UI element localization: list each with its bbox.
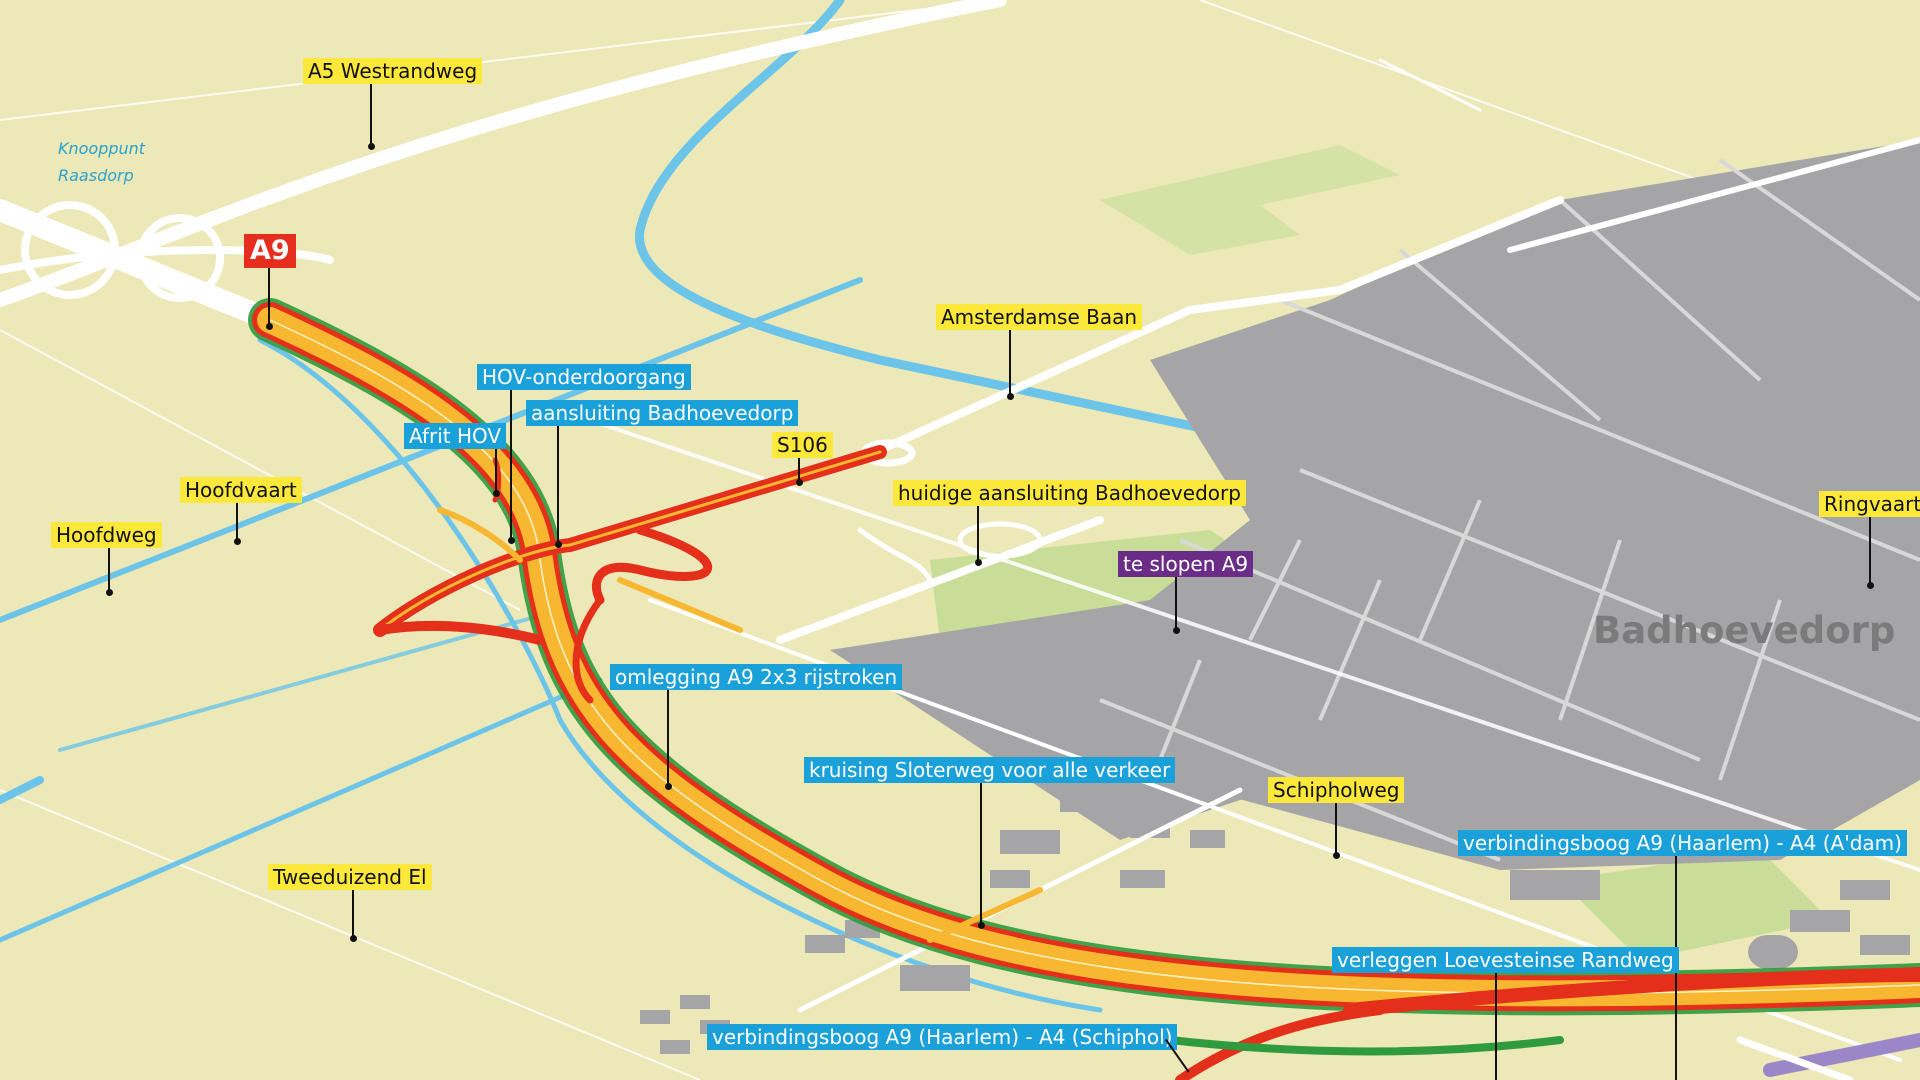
- leader-omlegging: [667, 690, 669, 786]
- label-verbindingsboog-schiphol: verbindingsboog A9 (Haarlem) - A4 (Schip…: [707, 1024, 1178, 1050]
- dot-afrit-hov: [493, 490, 500, 497]
- dot-ringvaart: [1867, 582, 1874, 589]
- label-aansluiting-badhoevedorp: aansluiting Badhoevedorp: [526, 400, 799, 426]
- label-tweeduizend-el: Tweeduizend El: [268, 864, 432, 890]
- dot-tweeduizend-el: [350, 935, 357, 942]
- leader-amsterdamse-baan: [1009, 330, 1011, 396]
- label-verbindingsboog-adam: verbindingsboog A9 (Haarlem) - A4 (A'dam…: [1458, 830, 1907, 856]
- dot-schipholweg: [1333, 852, 1340, 859]
- canal-ringvaart: [635, 0, 1920, 585]
- label-afrit-hov: Afrit HOV: [404, 423, 507, 449]
- canals: [0, 0, 1920, 1013]
- label-amsterdamse-baan: Amsterdamse Baan: [936, 304, 1143, 330]
- dot-aansluiting-badhoevedorp: [555, 541, 562, 548]
- leader-verleggen-loevesteinse: [1495, 973, 1497, 1080]
- leader-a9: [268, 268, 270, 326]
- label-s106: S106: [772, 432, 833, 458]
- label-hov-onderdoorgang: HOV-onderdoorgang: [477, 364, 691, 390]
- knooppunt-raasdorp-loop-1: [21, 201, 119, 299]
- leader-huidige-aansluiting: [977, 506, 979, 562]
- leader-a5: [370, 84, 372, 146]
- dot-s106: [796, 479, 803, 486]
- dot-a9: [266, 323, 273, 330]
- buildings: [640, 790, 1910, 1054]
- label-te-slopen-a9: te slopen A9: [1118, 551, 1254, 577]
- dot-huidige-aansluiting: [975, 559, 982, 566]
- dot-a5: [368, 143, 375, 150]
- road-old-a9-west: [0, 199, 281, 331]
- label-raasdorp: Raasdorp: [58, 166, 134, 185]
- label-a9-shield: A9: [244, 234, 296, 268]
- canal-hoofdvaart: [0, 277, 863, 623]
- leader-te-slopen-a9: [1175, 577, 1177, 630]
- leader-kruising-sloterweg: [980, 783, 982, 925]
- label-badhoevedorp-town: Badhoevedorp: [1593, 609, 1896, 652]
- a4-motorway: [1763, 1033, 1920, 1077]
- label-a5-westrandweg: A5 Westrandweg: [303, 58, 483, 84]
- road-a5-westrandweg: [0, 0, 1007, 307]
- leader-tweeduizend-el: [352, 890, 354, 938]
- a4-connector: [1343, 968, 1920, 1017]
- label-huidige-aansluiting: huidige aansluiting Badhoevedorp: [893, 480, 1246, 506]
- label-hoofdweg: Hoofdweg: [51, 522, 162, 548]
- dot-kruising-sloterweg: [978, 922, 985, 929]
- road-current-a9: [776, 516, 1104, 644]
- label-hoofdvaart: Hoofdvaart: [180, 477, 302, 503]
- leader-aansluiting-badhoevedorp: [557, 426, 559, 544]
- dot-amsterdamse-baan: [1007, 393, 1014, 400]
- label-schipholweg: Schipholweg: [1268, 777, 1405, 803]
- road-amsterdamse-baan: [876, 196, 1564, 454]
- label-omlegging: omlegging A9 2x3 rijstroken: [610, 664, 903, 690]
- dot-hoofdvaart: [234, 538, 241, 545]
- knooppunt-raasdorp-loop-2: [136, 214, 224, 302]
- dot-te-slopen-a9: [1173, 627, 1180, 634]
- leader-hoofdweg: [108, 548, 110, 592]
- leader-ringvaart: [1869, 517, 1871, 585]
- leader-s106: [798, 458, 800, 482]
- label-kruising-sloterweg: kruising Sloterweg voor alle verkeer: [804, 757, 1176, 783]
- canal-along-a9: [257, 337, 1103, 1013]
- leader-hoofdvaart: [236, 503, 238, 541]
- dot-hov-onderdoorgang: [508, 537, 515, 544]
- label-verleggen-loevesteinse: verleggen Loevesteinse Randweg: [1332, 947, 1679, 973]
- dot-omlegging: [665, 783, 672, 790]
- label-knooppunt: Knooppunt: [58, 139, 146, 158]
- dot-hoofdweg: [106, 589, 113, 596]
- leader-afrit-hov: [495, 449, 497, 493]
- leader-schipholweg: [1335, 803, 1337, 855]
- leader-hov-onderdoorgang: [510, 390, 512, 540]
- label-ringvaart: Ringvaart: [1819, 491, 1920, 517]
